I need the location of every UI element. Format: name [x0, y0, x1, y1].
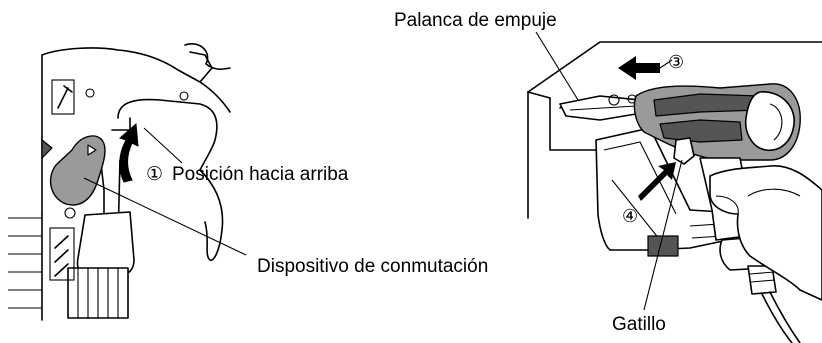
- up-position-leader: [143, 127, 183, 164]
- up-position-marker: ①: [146, 164, 164, 185]
- step4-marker: ④: [622, 206, 639, 227]
- step3-marker: ③: [668, 52, 685, 73]
- up-right-arrow-icon: [638, 162, 676, 201]
- push-lever-leader: [535, 31, 579, 101]
- hand: [709, 165, 822, 301]
- tool-body-detail: [8, 43, 231, 321]
- switch-lever[interactable]: [49, 135, 106, 206]
- left-arrow-icon: [618, 56, 660, 80]
- curved-up-arrow-icon: [119, 122, 139, 183]
- trigger-leader: [643, 159, 683, 311]
- trigger-label: Gatillo: [612, 314, 666, 335]
- trigger[interactable]: [673, 137, 695, 165]
- switch-device-label: Dispositivo de conmutación: [257, 256, 489, 277]
- nail-icon: [51, 79, 75, 115]
- multi-nail-icon: [49, 227, 75, 281]
- push-lever-label: Palanca de empuje: [394, 10, 557, 31]
- up-position-label: Posición hacia arriba: [172, 164, 349, 185]
- step3-leader: [659, 59, 673, 69]
- switch-device-leader: [83, 177, 247, 256]
